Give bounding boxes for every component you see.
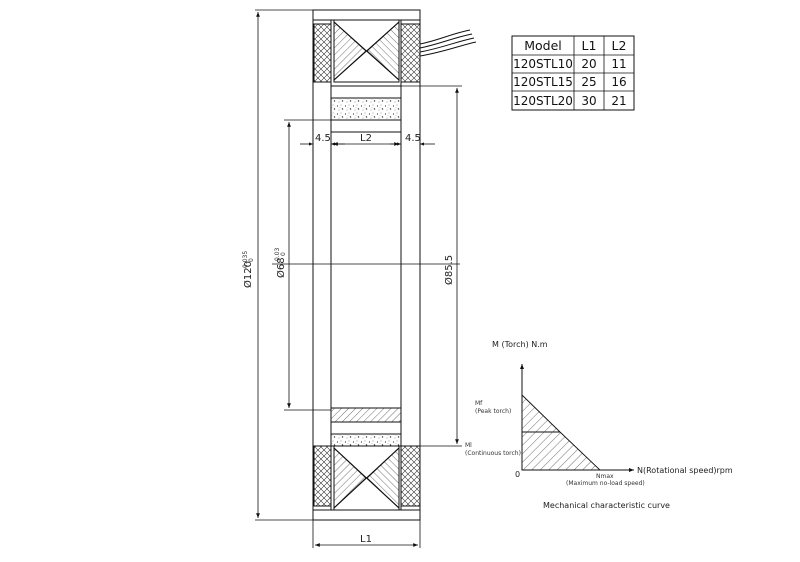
table-header-l1: L1 <box>582 38 597 53</box>
curve-origin-label: 0 <box>515 470 520 479</box>
winding-top-left <box>313 23 332 83</box>
curve-nmax-label: Nmax <box>596 473 614 480</box>
curve-mf-desc: (Peak torch) <box>475 408 511 415</box>
curve-y-axis-label: M (Torch) N.m <box>492 340 548 349</box>
model-table: Model L1 L2 120STL10 20 11 120STL15 25 1… <box>511 35 635 111</box>
table-cell: 20 <box>581 57 596 71</box>
dim-inner-dia-label: Ø68 <box>275 257 287 278</box>
table-header-model: Model <box>524 38 562 53</box>
magnet-top <box>330 97 402 121</box>
dim-outer-tol-upper: 0.035 <box>242 251 249 268</box>
magnet-bottom <box>330 433 402 447</box>
table-cell: 120STL15 <box>513 75 573 89</box>
dim-bore-dia-label: Ø85.5 <box>443 255 455 285</box>
table-cell: 30 <box>581 94 596 108</box>
motor-cross-section <box>272 9 477 521</box>
table-cell: 11 <box>611 57 626 71</box>
curve-caption: Mechanical characteristic curve <box>543 501 670 510</box>
dim-outer-dia-label: Ø120 <box>242 261 254 288</box>
table-cell: 25 <box>581 75 596 89</box>
winding-bottom-right <box>400 445 421 507</box>
dim-inner-tol-lower: 0 <box>280 252 287 256</box>
dim-inner-tol-upper: 0.03 <box>274 247 281 261</box>
curve-x-axis-label: N(Rotational speed)rpm <box>637 466 733 475</box>
table-cell: 21 <box>611 94 626 108</box>
table-cell: 16 <box>611 75 626 89</box>
curve-ml-label: Ml <box>465 442 472 449</box>
curve-nmax-desc: (Maximum no-load speed) <box>566 480 645 487</box>
winding-bottom-left <box>313 445 332 507</box>
dim-outer-tol-lower: 0 <box>248 258 255 262</box>
curve-ml-desc: (Continuous torch) <box>465 450 521 457</box>
dim-l2-label: L2 <box>360 133 372 144</box>
dim-right-offset-label: 4.5 <box>405 133 421 144</box>
table-header-l2: L2 <box>612 38 627 53</box>
dimensions <box>255 9 462 548</box>
curve-mf-label: Mf <box>475 400 483 407</box>
table-cell: 120STL10 <box>513 57 573 71</box>
dim-l1-label: L1 <box>360 534 372 545</box>
table-cell: 120STL20 <box>513 94 573 108</box>
winding-top-right <box>400 23 421 83</box>
characteristic-curve: M (Torch) N.m N(Rotational speed)rpm 0 M… <box>465 340 733 510</box>
dim-left-offset-label: 4.5 <box>315 133 331 144</box>
